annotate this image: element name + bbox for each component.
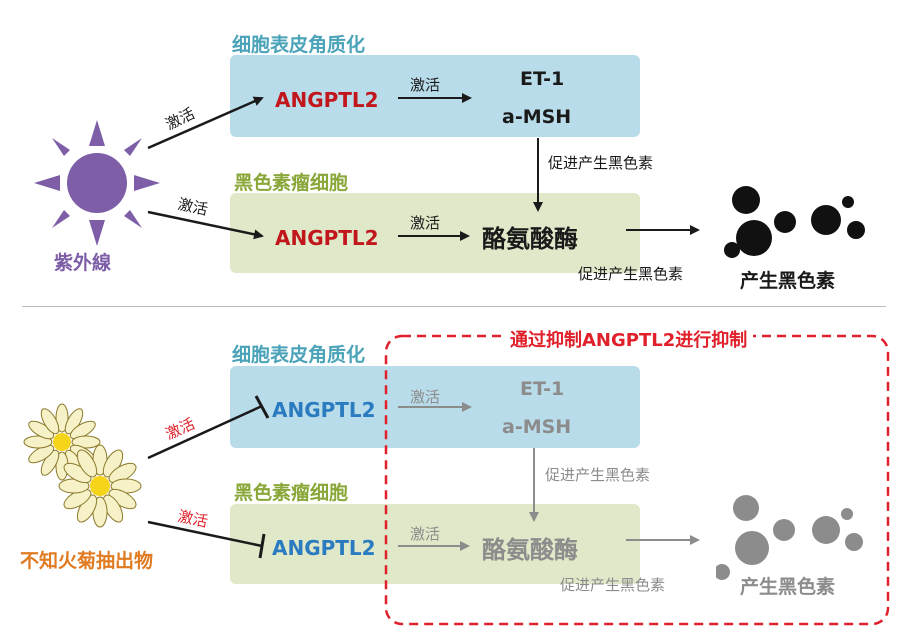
activate-label-melanocyte-top: 激活 <box>410 214 441 232</box>
activate-label-keratinocyte-top: 激活 <box>410 76 441 94</box>
melanocyte-box-bottom <box>230 504 640 584</box>
inhibition-label: 通过抑制ANGPTL2进行抑制 <box>504 326 754 352</box>
source-label-chrysanthemum-extract: 不知火菊抽出物 <box>20 550 154 572</box>
angptl2-label-keratinocyte-top: ANGPTL2 <box>275 88 379 112</box>
tyrosinase-label-top: 酪氨酸酶 <box>482 225 578 253</box>
tyrosinase-label-bottom: 酪氨酸酶 <box>482 536 578 564</box>
amsh-label-bottom: a-MSH <box>502 416 572 438</box>
ultraviolet-sun-icon <box>34 120 160 246</box>
melanin-dots-icon-top <box>724 186 865 258</box>
promote-melanin-label-bottom-top: 促进产生黑色素 <box>578 265 684 283</box>
melanocyte-box-top <box>230 193 640 273</box>
et1-label-bottom: ET-1 <box>520 378 565 400</box>
activate-label-keratinocyte-bottom: 激活 <box>410 388 441 406</box>
inhibition-region-border <box>384 334 890 626</box>
keratinocyte-box-top <box>230 55 640 137</box>
inhibit-bar-keratinocyte <box>254 395 270 419</box>
angptl2-label-melanocyte-top: ANGPTL2 <box>275 226 379 250</box>
promote-melanin-label-bottom-bottom: 促进产生黑色素 <box>560 576 666 594</box>
result-melanin-label-top: 产生黑色素 <box>740 270 836 292</box>
inhibit-line-flower-to-keratinocyte <box>147 404 263 460</box>
chrysanthemum-flower-icon <box>23 403 142 528</box>
angptl2-label-keratinocyte-bottom: ANGPTL2 <box>272 398 376 422</box>
source-label-ultraviolet: 紫外線 <box>54 252 112 274</box>
result-melanin-label-bottom: 产生黑色素 <box>740 576 836 598</box>
keratinocyte-title-top: 细胞表皮角质化 <box>232 34 366 56</box>
promote-melanin-label-vertical-top: 促进产生黑色素 <box>548 154 654 172</box>
arrow-uv-to-keratinocyte <box>147 96 264 150</box>
section-divider <box>22 306 886 307</box>
keratinocyte-title-bottom: 细胞表皮角质化 <box>232 344 366 366</box>
inhibit-bar-melanocyte <box>258 533 266 559</box>
melanin-dots-icon-bottom <box>716 495 863 580</box>
amsh-label-top: a-MSH <box>502 106 572 128</box>
promote-melanin-label-vertical-bottom: 促进产生黑色素 <box>545 466 651 484</box>
arrow-uv-to-melanocyte <box>147 210 264 240</box>
angptl2-label-melanocyte-bottom: ANGPTL2 <box>272 536 376 560</box>
activate-label-melanocyte-bottom: 激活 <box>410 525 441 543</box>
inhibit-line-flower-to-melanocyte <box>147 520 263 548</box>
et1-label-top: ET-1 <box>520 68 565 90</box>
melanocyte-title-top: 黑色素瘤细胞 <box>234 172 349 194</box>
melanocyte-title-bottom: 黑色素瘤细胞 <box>234 482 349 504</box>
